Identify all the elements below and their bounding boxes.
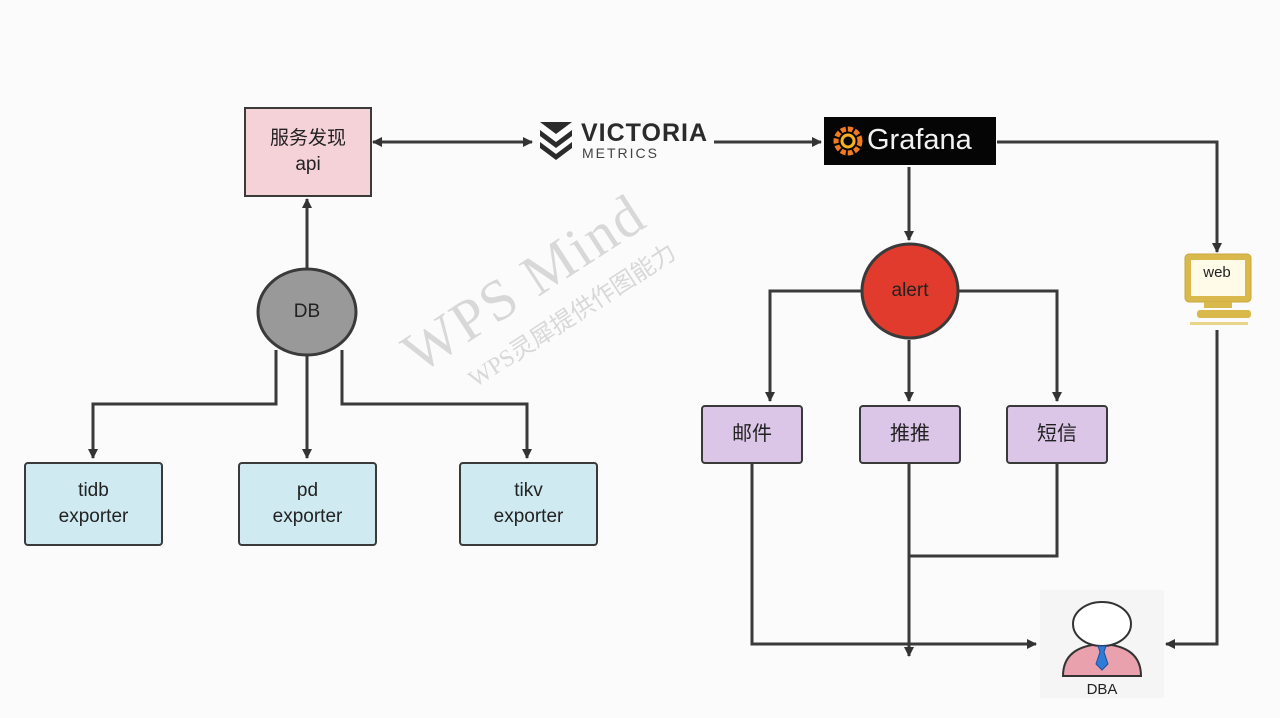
exporter-name: tikv [514, 480, 543, 502]
edge-grafana-web [997, 140, 1222, 253]
exporter-name: tidb [78, 480, 109, 502]
victoria-metrics-logo: VICTORIA METRICS [537, 118, 712, 164]
exporter-name: pd [296, 480, 319, 502]
channel-label: 短信 [1037, 423, 1077, 445]
channel-sms-node: 短信 [1006, 405, 1108, 464]
dba-label: DBA [1086, 681, 1118, 698]
tikv-exporter-node: tikv exporter [459, 462, 598, 546]
service-discovery-node: 服务发现 api [244, 107, 372, 197]
victoria-metrics-logo-icon [540, 122, 572, 160]
alert-node [860, 242, 960, 340]
edge-alert-sms [959, 289, 1062, 402]
edge-db-tikv [340, 350, 532, 459]
channel-tuitui-node: 推推 [859, 405, 961, 464]
pd-exporter-node: pd exporter [238, 462, 377, 546]
exporter-suffix: exporter [58, 506, 129, 527]
edge-mail-dba [750, 464, 1037, 649]
dba-avatar-icon [1040, 590, 1164, 698]
exporter-suffix: exporter [272, 506, 343, 527]
edge-alert-mail [765, 289, 862, 402]
channel-label: 推推 [890, 423, 930, 445]
grafana-logo: Grafana [824, 117, 996, 165]
grafana-label: Grafana [867, 124, 972, 156]
grafana-icon [833, 126, 863, 156]
db-label: DB [293, 301, 321, 322]
victoria-text: VICTORIA [581, 119, 708, 147]
service-discovery-label: 服务发现 [269, 128, 346, 150]
service-api-label: api [295, 154, 321, 175]
db-node [256, 267, 358, 357]
alert-label: alert [891, 280, 929, 301]
channel-mail-node: 邮件 [701, 405, 803, 464]
edge-web-dba [1165, 330, 1219, 649]
tidb-exporter-node: tidb exporter [24, 462, 163, 546]
monitor-icon [1184, 253, 1252, 325]
edge-db-tidb [88, 350, 278, 459]
metrics-text: METRICS [582, 145, 659, 161]
web-label: web [1203, 264, 1231, 281]
channel-label: 邮件 [732, 423, 772, 445]
exporter-suffix: exporter [493, 506, 564, 527]
edge-sms-merge [909, 464, 1059, 558]
